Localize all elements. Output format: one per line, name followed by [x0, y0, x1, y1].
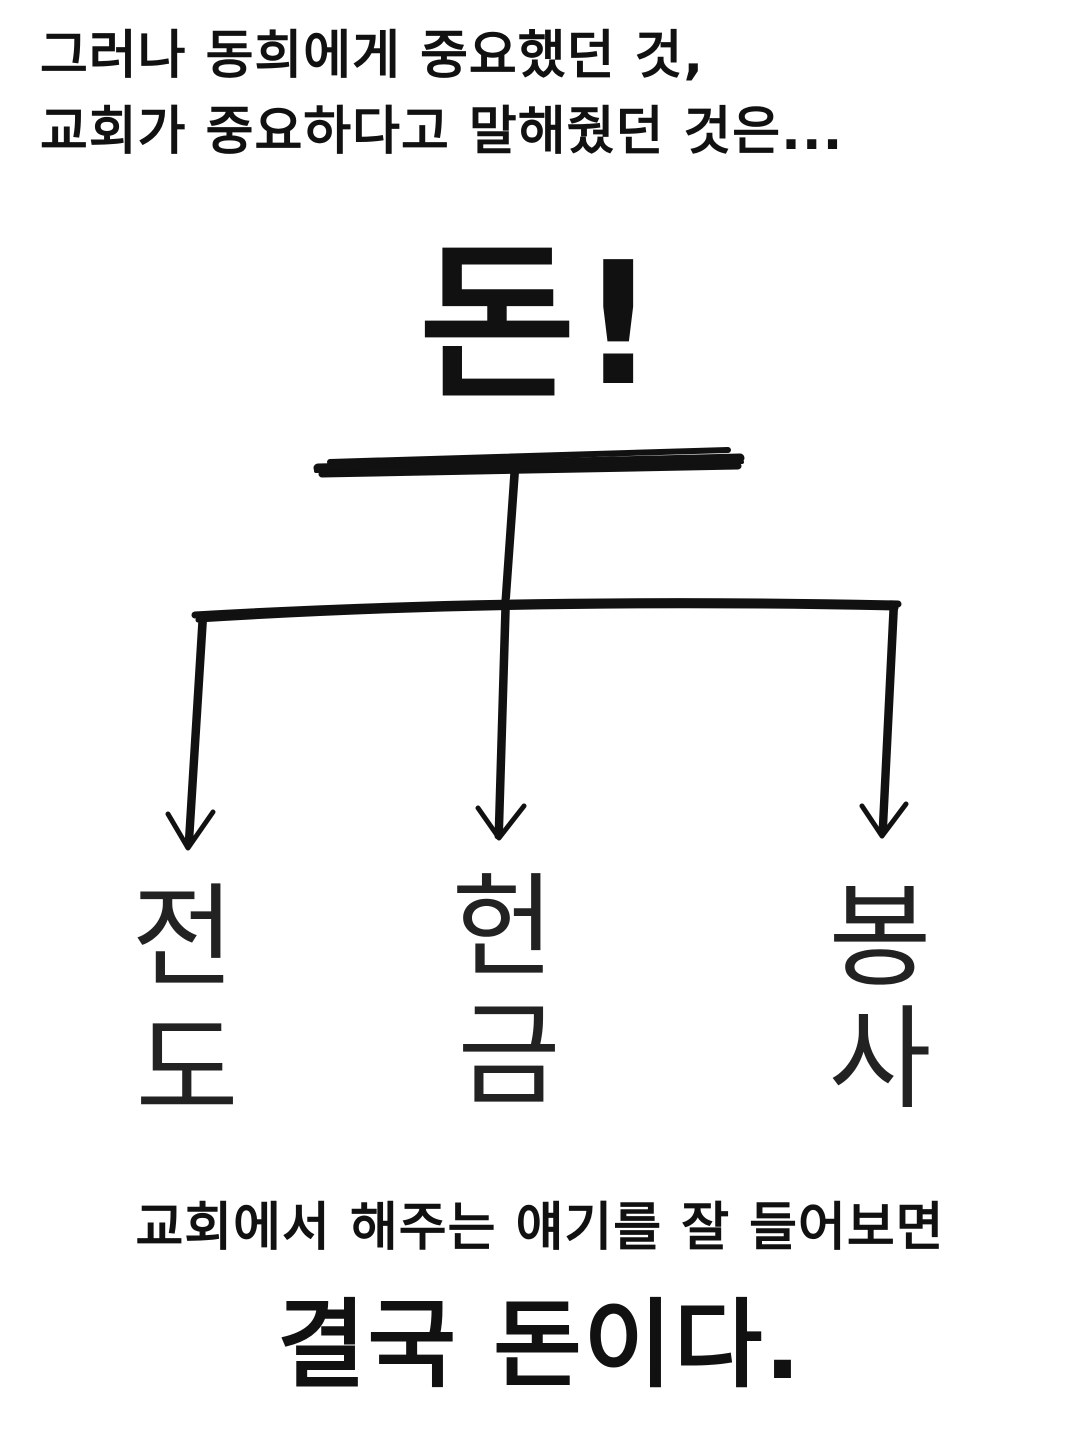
branch-3-char-2: 사 — [828, 995, 931, 1125]
branch-3-char-1: 봉 — [828, 873, 931, 1003]
branch-1-char-2: 도 — [135, 1005, 238, 1135]
branch-arrow-3 — [859, 602, 909, 839]
branch-arrow-2 — [475, 596, 527, 841]
outro-line-1: 교회에서 해주는 얘기를 잘 들어보면 — [135, 1198, 945, 1258]
underline-bar — [313, 447, 745, 478]
branch-1-char-1: 전 — [131, 873, 234, 1003]
intro-line-1: 그러나 동희에게 중요했던 것, — [40, 26, 705, 86]
branch-arrow-1 — [165, 614, 216, 851]
branch-2-char-2: 금 — [457, 991, 560, 1121]
trunk-line — [501, 466, 519, 604]
headline-money: 돈! — [419, 226, 661, 424]
outro-line-2: 결국 돈이다. — [277, 1289, 803, 1401]
branch-2-char-1: 헌 — [451, 863, 554, 993]
intro-line-2: 교회가 중요하다고 말해줬던 것은... — [40, 102, 844, 162]
intro-text: 그러나 동희에게 중요했던 것, 교회가 중요하다고 말해줬던 것은... — [40, 18, 1050, 170]
horizontal-branch — [191, 598, 902, 623]
